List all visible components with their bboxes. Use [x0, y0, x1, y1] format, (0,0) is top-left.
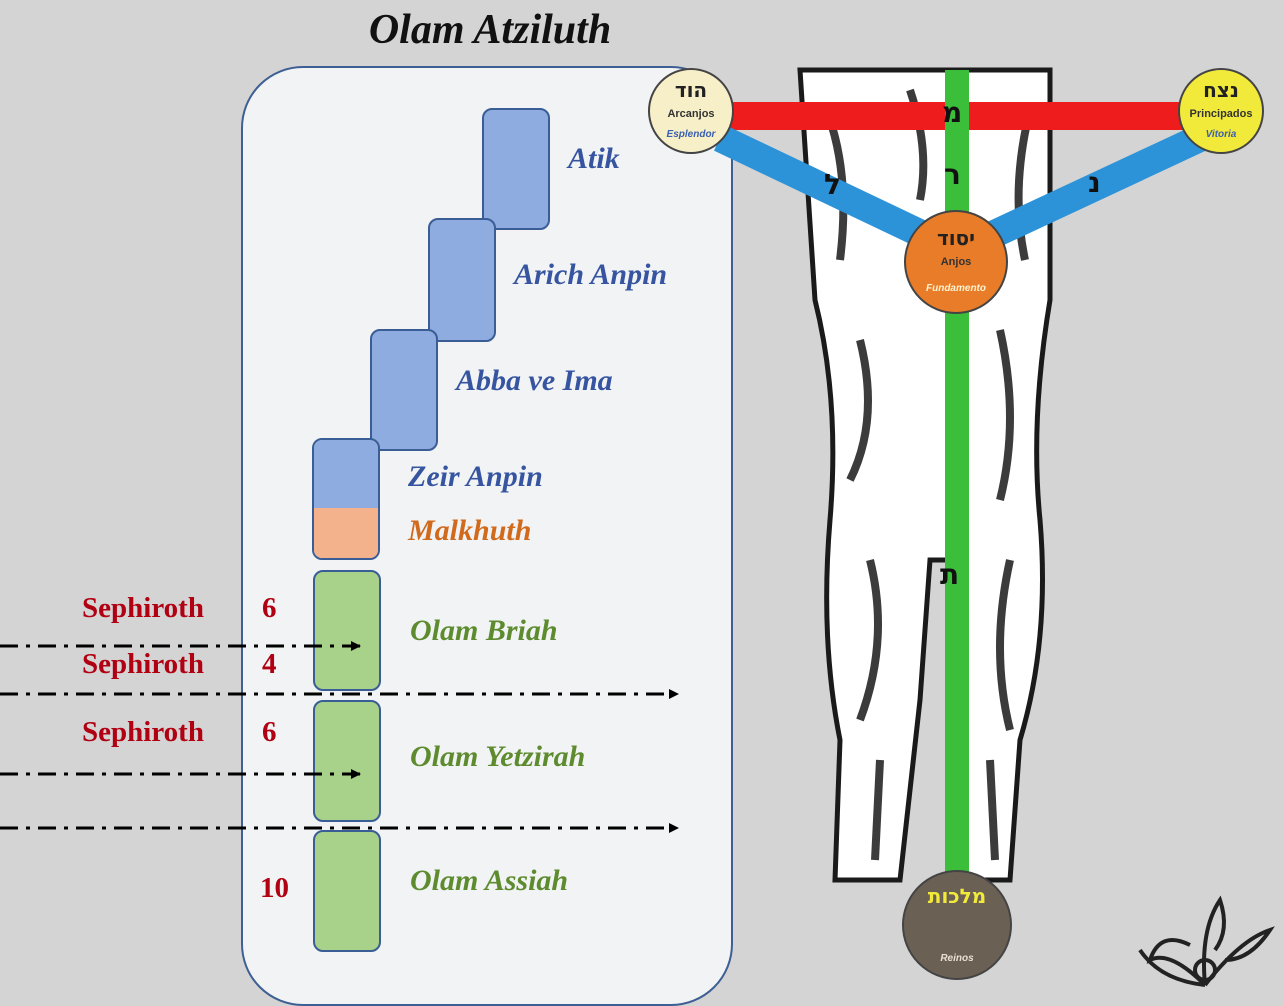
sphere-hod: הוד Arcanjos Esplendor [648, 68, 734, 154]
sphere-netzach-hebrew: נצח [1180, 78, 1262, 102]
sphere-hod-hebrew: הוד [650, 78, 732, 102]
path-letter-mem: מ [942, 96, 962, 129]
path-letter-tav: ת [940, 558, 959, 591]
sphere-yesod-name: Anjos [906, 256, 1006, 268]
sphere-malkhuth-hebrew: מלכות [904, 884, 1010, 908]
sphere-netzach-name: Principados [1180, 108, 1262, 120]
sphere-netzach-sub: Vitoria [1180, 129, 1262, 140]
path-letter-lamed: ל [824, 168, 841, 201]
path-letter-nun: נ [1088, 166, 1101, 199]
sphere-malkhuth-sub: Reinos [904, 953, 1010, 964]
ornament-flower-icon [1130, 890, 1280, 990]
sphere-netzach: נצח Principados Vitoria [1178, 68, 1264, 154]
sphere-yesod: יסוד Anjos Fundamento [904, 210, 1008, 314]
sphere-yesod-sub: Fundamento [906, 283, 1006, 294]
sphere-hod-sub: Esplendor [650, 129, 732, 140]
sphere-hod-name: Arcanjos [650, 108, 732, 120]
sphere-malkhuth: מלכות Reinos [902, 870, 1012, 980]
sphere-yesod-hebrew: יסוד [906, 226, 1006, 250]
path-letter-resh: ר [944, 158, 961, 191]
